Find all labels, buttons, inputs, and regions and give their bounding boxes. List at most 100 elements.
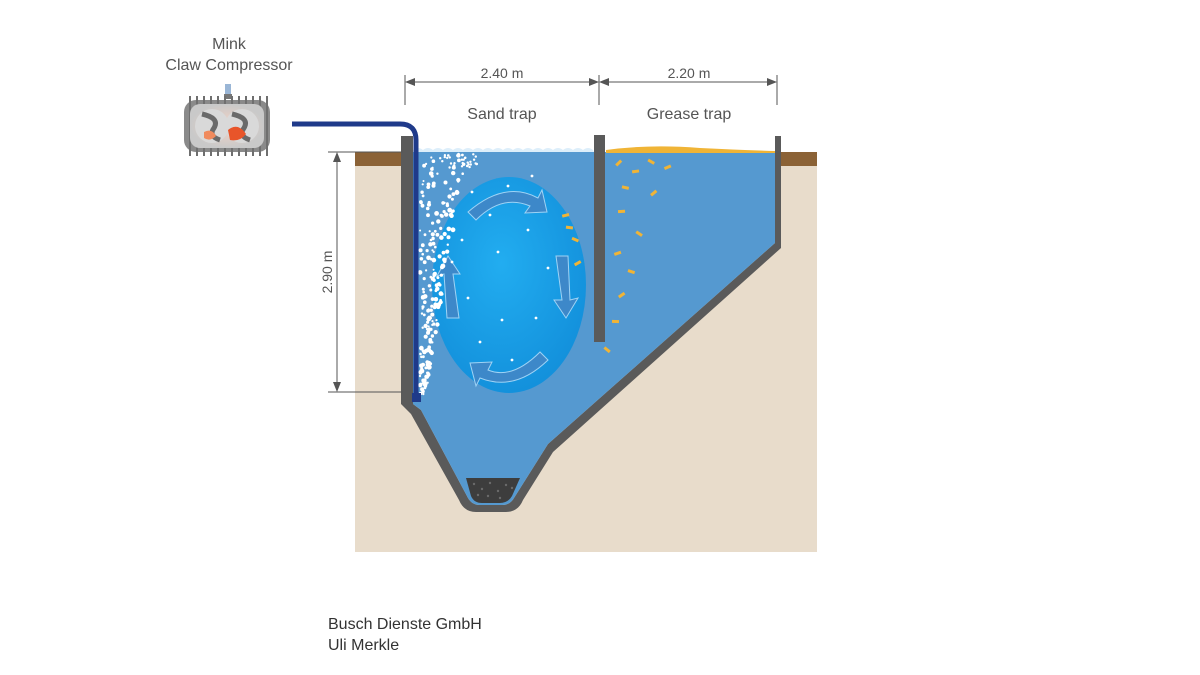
air-bubble bbox=[421, 382, 424, 385]
grease-flake bbox=[617, 291, 626, 299]
air-bubble bbox=[419, 200, 423, 204]
air-bubble bbox=[420, 355, 423, 359]
air-bubble bbox=[430, 297, 435, 301]
air-bubble bbox=[421, 194, 425, 198]
air-bubble bbox=[426, 381, 429, 384]
air-bubble bbox=[423, 386, 427, 390]
vortex-bubble bbox=[510, 358, 514, 362]
vortex-bubble bbox=[526, 228, 530, 232]
air-bubble bbox=[422, 313, 426, 317]
air-bubble bbox=[436, 276, 440, 280]
air-bubble bbox=[442, 259, 447, 264]
grease-flake bbox=[615, 159, 623, 167]
air-bubble bbox=[463, 156, 467, 160]
air-bubble bbox=[472, 158, 476, 161]
air-bubble bbox=[431, 181, 436, 186]
water-surface bbox=[413, 148, 594, 152]
air-bubble bbox=[431, 159, 436, 163]
grease-flake bbox=[603, 346, 611, 354]
credit-author: Uli Merkle bbox=[328, 637, 400, 654]
vortex-bubble bbox=[546, 266, 550, 270]
air-bubble bbox=[446, 226, 452, 232]
air-bubble bbox=[421, 297, 424, 300]
air-bubble bbox=[450, 197, 454, 201]
sediment-grains bbox=[472, 481, 514, 500]
air-bubble bbox=[439, 273, 443, 277]
grease-layer bbox=[606, 146, 775, 153]
air-pipe bbox=[292, 121, 419, 398]
air-bubble bbox=[453, 166, 456, 169]
air-bubble bbox=[443, 154, 447, 157]
air-bubble bbox=[439, 235, 444, 240]
air-bubble bbox=[439, 157, 442, 160]
air-bubble bbox=[433, 297, 439, 302]
air-bubble bbox=[423, 334, 428, 339]
air-bubble bbox=[440, 292, 444, 296]
air-bubble bbox=[448, 166, 451, 169]
air-bubble bbox=[452, 164, 456, 168]
air-bubble bbox=[433, 323, 435, 326]
circulation-arrow-top bbox=[467, 188, 548, 221]
air-bubble bbox=[426, 185, 431, 190]
air-bubble bbox=[428, 230, 431, 233]
compressor-name-line1: Mink bbox=[212, 36, 246, 53]
air-bubble bbox=[418, 248, 423, 253]
compressor-name-line2: Claw Compressor bbox=[165, 57, 293, 74]
air-bubble bbox=[434, 289, 438, 293]
air-bubble bbox=[419, 364, 423, 367]
claw-compressor-icon bbox=[184, 84, 270, 156]
air-bubble bbox=[429, 238, 433, 242]
air-bubble bbox=[423, 300, 427, 305]
air-bubble bbox=[446, 202, 449, 206]
air-bubble bbox=[429, 350, 434, 356]
credit-company: Busch Dienste GmbH bbox=[328, 616, 482, 633]
air-bubble bbox=[468, 165, 471, 169]
air-bubble bbox=[436, 302, 442, 307]
grease-flake bbox=[627, 269, 636, 275]
air-bubble bbox=[440, 263, 446, 269]
air-bubble bbox=[433, 330, 438, 335]
depth-label: 2.90 m bbox=[319, 251, 335, 294]
vortex-bubbles bbox=[450, 174, 550, 362]
air-bubble bbox=[448, 156, 451, 159]
air-bubble bbox=[438, 283, 442, 287]
air-bubble bbox=[422, 294, 428, 299]
air-bubble bbox=[427, 325, 430, 328]
air-bubble bbox=[436, 219, 441, 224]
air-bubble bbox=[422, 378, 427, 383]
air-bubble bbox=[432, 278, 436, 282]
air-bubble bbox=[437, 254, 442, 259]
air-bubble bbox=[426, 361, 429, 365]
air-bubble bbox=[456, 154, 459, 157]
air-bubble bbox=[420, 366, 424, 370]
grease-trap-width-label: 2.20 m bbox=[668, 65, 711, 81]
baffle-wall bbox=[594, 135, 605, 342]
air-bubble bbox=[420, 243, 425, 248]
circulation-arrow-bottom bbox=[469, 351, 549, 388]
air-bubble bbox=[469, 163, 472, 166]
vortex-bubble bbox=[470, 190, 474, 194]
air-bubble bbox=[424, 374, 430, 379]
air-bubble bbox=[447, 194, 452, 199]
air-bubble bbox=[443, 155, 446, 159]
vortex bbox=[432, 177, 586, 393]
air-bubble bbox=[449, 213, 454, 218]
air-bubble bbox=[449, 162, 453, 165]
air-bubble bbox=[446, 235, 451, 240]
grease-flake bbox=[565, 225, 574, 230]
air-bubble bbox=[451, 192, 456, 197]
air-bubble bbox=[422, 260, 427, 265]
vortex-bubble bbox=[500, 318, 504, 322]
air-bubble bbox=[451, 170, 456, 176]
air-bubble bbox=[442, 210, 446, 214]
vortex-bubble bbox=[530, 174, 534, 178]
air-bubble bbox=[474, 155, 477, 158]
air-bubble bbox=[426, 255, 431, 261]
air-bubble bbox=[460, 165, 464, 168]
air-bubble bbox=[422, 163, 426, 168]
air-bubble bbox=[419, 352, 422, 356]
air-bubble bbox=[417, 270, 423, 275]
air-bubble bbox=[446, 243, 449, 246]
vortex-bubble bbox=[450, 260, 454, 264]
